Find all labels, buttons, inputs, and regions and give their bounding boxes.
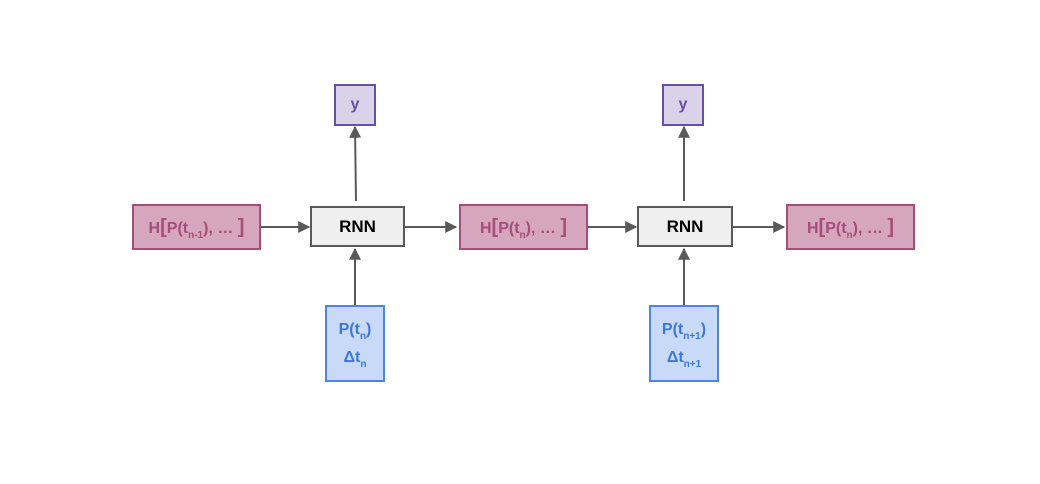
arrow-rnn1-to-y1 <box>349 125 362 202</box>
hidden-state-mid: H[P(tn), … ] <box>459 204 588 250</box>
rnn-cell-1: RNN <box>310 206 405 247</box>
input-p-2-value: P(tn+1) <box>661 320 707 342</box>
output-y-1: y <box>334 84 376 126</box>
input-p-1: P(tn) Δtn <box>325 305 385 382</box>
hidden-state-prev: H[P(tn-1), … ] <box>132 204 261 250</box>
output-y-2-label: y <box>678 96 688 113</box>
input-p-1-delta: Δtn <box>343 348 367 370</box>
output-y-2: y <box>662 84 704 126</box>
input-p-2: P(tn+1) Δtn+1 <box>649 305 719 382</box>
hidden-state-mid-label: H[P(tn), … ] <box>479 216 567 241</box>
input-p-2-delta: Δtn+1 <box>666 348 702 370</box>
rnn-cell-2: RNN <box>637 206 733 247</box>
hidden-state-prev-label: H[P(tn-1), … ] <box>148 216 245 241</box>
rnn-cell-2-label: RNN <box>666 217 704 236</box>
output-y-1-label: y <box>350 96 360 113</box>
hidden-state-next: H[P(tn), … ] <box>786 204 915 250</box>
input-p-1-value: P(tn) <box>338 320 372 342</box>
rnn-cell-1-label: RNN <box>339 217 376 236</box>
hidden-state-next-label: H[P(tn), … ] <box>806 216 894 241</box>
